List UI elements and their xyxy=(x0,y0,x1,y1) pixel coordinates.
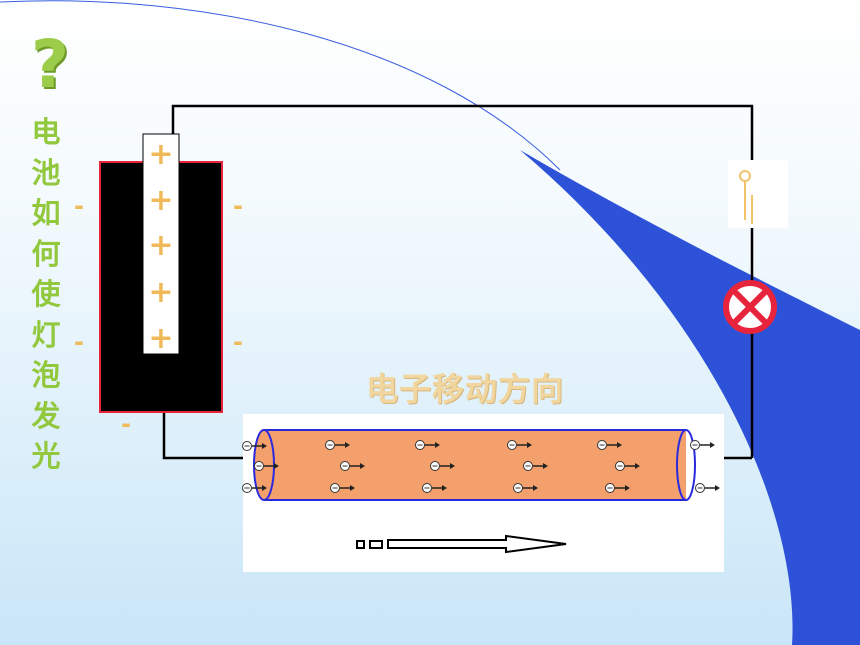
plus-sign: + xyxy=(148,321,173,356)
electron xyxy=(513,483,538,493)
switch xyxy=(728,160,788,228)
title-char: 泡 xyxy=(31,358,61,392)
electron xyxy=(415,440,440,450)
plus-sign: + xyxy=(148,228,173,263)
plus-sign: + xyxy=(148,183,173,218)
title-char: 灯 xyxy=(31,317,61,352)
electron xyxy=(422,483,447,493)
minus-sign: - xyxy=(233,192,243,220)
electron xyxy=(605,483,630,493)
electron xyxy=(430,461,455,471)
electron xyxy=(615,461,640,471)
title-char: 使 xyxy=(31,277,61,311)
minus-sign: - xyxy=(121,410,131,438)
bulb-icon xyxy=(723,280,777,334)
electron xyxy=(242,441,267,451)
title-char: 如 xyxy=(31,196,61,230)
minus-sign: - xyxy=(233,328,243,356)
circuit-wires xyxy=(162,104,754,460)
battery xyxy=(99,133,223,413)
electron xyxy=(242,483,267,493)
electron-direction-label: 电子移动方向 xyxy=(366,370,565,408)
electron xyxy=(597,440,622,450)
electron xyxy=(325,440,350,450)
title-char: 何 xyxy=(31,236,61,271)
electron xyxy=(330,483,355,493)
background-arc-line xyxy=(0,0,561,171)
electron xyxy=(340,461,365,471)
plus-sign: + xyxy=(148,137,173,172)
background-swoosh xyxy=(520,150,860,645)
battery-minus-signs: - - - - - xyxy=(74,192,243,438)
electron xyxy=(254,461,279,471)
minus-sign: - xyxy=(74,192,84,220)
battery-plus-signs: + + + + + xyxy=(148,137,173,356)
title-char: 电 xyxy=(31,115,61,149)
question-mark: ? xyxy=(30,26,70,103)
title-char: 池 xyxy=(31,155,61,190)
title-char: 发 xyxy=(31,398,61,433)
electron xyxy=(690,440,715,450)
plus-sign: + xyxy=(148,275,173,310)
electron xyxy=(695,483,720,493)
electron xyxy=(507,440,532,450)
title-char: 光 xyxy=(31,439,61,473)
side-title: 电 池 如 何 使 灯 泡 发 光 xyxy=(26,112,66,477)
direction-arrow xyxy=(356,534,567,554)
electrons xyxy=(242,440,720,493)
minus-sign: - xyxy=(74,328,84,356)
electron xyxy=(523,461,548,471)
